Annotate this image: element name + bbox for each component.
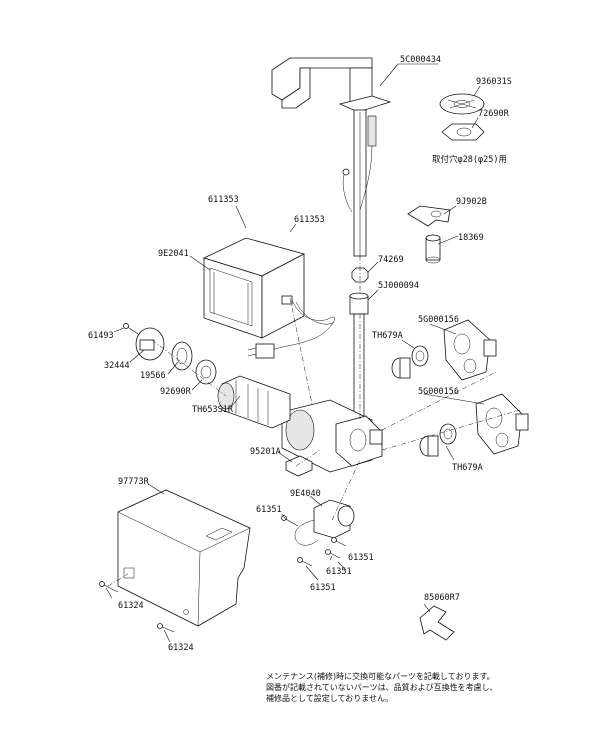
valve-body-part (281, 313, 383, 473)
key-85060r7-part (419, 605, 455, 641)
label-5c000434: 5C000434 (400, 55, 441, 65)
washer-936031s-part (439, 93, 485, 115)
label-61351-b: 61351 (348, 553, 374, 563)
label-74269: 74269 (378, 255, 404, 265)
adapter-5j000094-part (349, 292, 369, 315)
solenoid-9e4040-part (294, 499, 355, 546)
label-9j902b: 9J902B (456, 197, 487, 207)
note-line-3: 補修品として設定しておりません。 (266, 694, 394, 703)
label-9e4040: 9E4040 (290, 489, 321, 499)
label-936031s: 936031S (476, 77, 512, 87)
label-5j000094: 5J000094 (378, 281, 419, 291)
label-72690r: 72690R (478, 109, 510, 119)
valve-5g000156-upper-part (443, 319, 497, 381)
label-th653s1r: TH653S1R (192, 405, 234, 415)
label-61324-b: 61324 (168, 643, 194, 653)
control-box-9e2041-part (202, 237, 306, 339)
nut-92690r-part (195, 359, 217, 385)
label-5g000156-b: 5G000156 (418, 387, 459, 397)
sleeve-18369-part (425, 234, 441, 264)
label-th679a-b: TH679A (452, 463, 483, 473)
nut-72690r-part (441, 123, 485, 141)
label-61351-a: 61351 (256, 505, 282, 515)
gasket-th679a-upper-part (411, 345, 429, 367)
leader-lines (105, 63, 485, 643)
fitting-lower-part (419, 435, 439, 457)
label-th679a-a: TH679A (372, 331, 403, 341)
assembly-axis-lines (107, 256, 521, 587)
nut-74269-part (351, 267, 369, 283)
maintenance-note: メンテナンス(補修)時に交換可能なパーツを記載しております。 図番が記載されてい… (266, 671, 588, 704)
label-61351-d: 61351 (310, 583, 336, 593)
cartridge-th653s1r-part (217, 375, 291, 429)
cap-32444-part (135, 327, 165, 361)
note-line-2: 図番が記載されていないパーツは、品質および互換性を考慮し、 (266, 683, 498, 692)
part-labels: 5C000434 936031S 72690R 取付穴φ28(φ25)用 9J9… (88, 55, 512, 653)
screws-61351-part (281, 515, 347, 567)
label-32444: 32444 (104, 361, 130, 371)
label-61324-a: 61324 (118, 601, 144, 611)
label-mount-note: 取付穴φ28(φ25)用 (432, 154, 507, 165)
label-61351-c: 61351 (326, 567, 352, 577)
label-92690r: 92690R (160, 387, 192, 397)
fitting-upper-part (391, 357, 411, 379)
gasket-th679a-lower-part (439, 423, 457, 445)
label-85060r7: 85060R7 (424, 593, 460, 603)
label-19566: 19566 (140, 371, 166, 381)
label-5g000156-a: 5G000156 (418, 315, 459, 325)
bracket-9j902b-part (407, 205, 451, 227)
screw-61493-part (123, 323, 139, 335)
label-9e2041: 9E2041 (158, 249, 189, 259)
clip-95201a-part (285, 455, 313, 477)
label-611353-a: 611353 (208, 195, 239, 205)
power-cable-part (247, 299, 335, 359)
valve-5g000156-lower-part (475, 393, 529, 455)
label-611353-b: 611353 (294, 215, 325, 225)
label-95201a: 95201A (250, 447, 281, 457)
note-line-1: メンテナンス(補修)時に交換可能なパーツを記載しております。 (266, 672, 495, 681)
label-18369: 18369 (458, 233, 484, 243)
label-97773r: 97773R (118, 477, 150, 487)
screws-61324-part (99, 581, 175, 633)
faucet-spout-part (271, 57, 392, 257)
cover-97773r-part (117, 489, 251, 627)
label-61493: 61493 (88, 331, 114, 341)
